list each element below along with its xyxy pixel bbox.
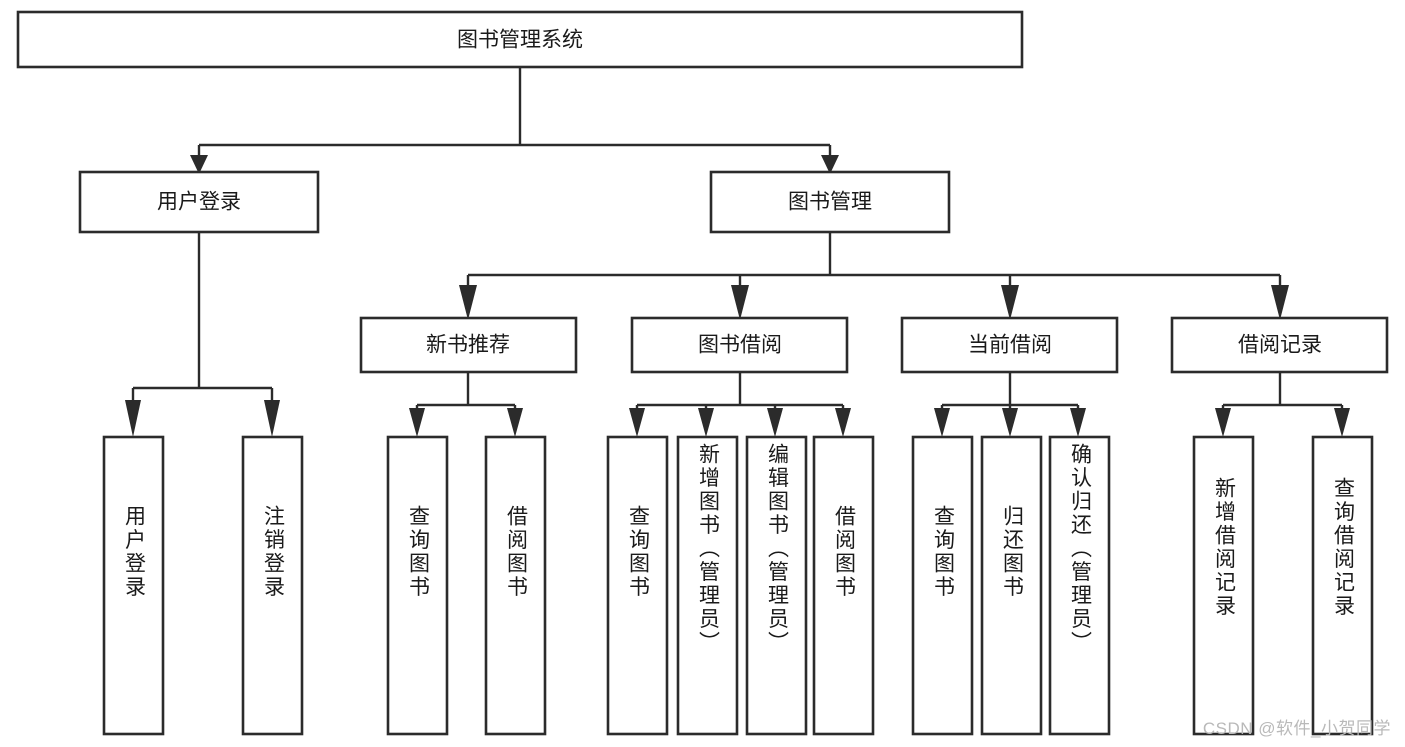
node-root-book-management-system[interactable]	[16, 10, 1024, 69]
node-book-borrow-label: 图书借阅	[698, 334, 782, 357]
node-leaf-logout[interactable]	[241, 435, 304, 736]
arrowhead-leaf-currentborrow-2	[1002, 408, 1018, 437]
node-leaf-user-login[interactable]	[102, 435, 165, 736]
node-leaf-add-borrow-record[interactable]	[1192, 435, 1255, 736]
arrowhead-borrow-record	[1271, 285, 1289, 320]
node-layer: 图书管理系统 用户登录 图书管理 新书推荐 图书借阅 当前借阅 借阅记录	[16, 10, 1389, 736]
node-new-book-recommend-label: 新书推荐	[426, 334, 510, 357]
arrowhead-new-book	[459, 285, 477, 320]
node-user-login-label: 用户登录	[157, 191, 241, 214]
arrowhead-leaf-currentborrow-3	[1070, 408, 1086, 437]
node-current-borrow[interactable]	[900, 316, 1119, 374]
node-user-login[interactable]	[78, 170, 320, 234]
arrowhead-leaf-user-login-1	[125, 400, 141, 437]
arrowhead-user-login	[190, 155, 208, 174]
node-leaf-add-book-admin[interactable]	[676, 435, 739, 736]
node-book-borrow[interactable]	[630, 316, 849, 374]
node-borrow-record-label: 借阅记录	[1238, 334, 1322, 357]
connector-layer	[125, 67, 1350, 437]
arrowhead-leaf-borrowrecord-2	[1334, 408, 1350, 437]
node-book-management[interactable]	[709, 170, 951, 234]
node-leaf-borrow-book-bookborrow[interactable]	[812, 435, 875, 736]
arrowhead-leaf-bookborrow-3	[767, 408, 783, 437]
arrowhead-current-borrow	[1001, 285, 1019, 320]
node-leaf-query-book-currentborrow[interactable]	[911, 435, 974, 736]
arrowhead-leaf-newbook-1	[409, 408, 425, 437]
node-book-management-label: 图书管理	[788, 191, 872, 214]
node-leaf-edit-book-admin[interactable]	[745, 435, 808, 736]
node-leaf-return-book[interactable]	[980, 435, 1043, 736]
node-new-book-recommend[interactable]	[359, 316, 578, 374]
node-root-label: 图书管理系统	[457, 29, 583, 52]
arrowhead-book-borrow	[731, 285, 749, 320]
arrowhead-leaf-newbook-2	[507, 408, 523, 437]
arrowhead-leaf-bookborrow-1	[629, 408, 645, 437]
arrowhead-book-mgmt	[821, 155, 839, 174]
node-leaf-query-book-bookborrow[interactable]	[606, 435, 669, 736]
arrowhead-leaf-borrowrecord-1	[1215, 408, 1231, 437]
node-current-borrow-label: 当前借阅	[968, 334, 1052, 357]
arrowhead-leaf-bookborrow-4	[835, 408, 851, 437]
arrowhead-leaf-bookborrow-2	[698, 408, 714, 437]
arrowhead-leaf-user-login-2	[264, 400, 280, 437]
node-leaf-query-book-newbook[interactable]	[386, 435, 449, 736]
node-borrow-record[interactable]	[1170, 316, 1389, 374]
node-leaf-confirm-return-admin[interactable]	[1048, 435, 1111, 736]
arrowhead-leaf-currentborrow-1	[934, 408, 950, 437]
node-leaf-query-borrow-record[interactable]	[1311, 435, 1374, 736]
node-leaf-borrow-book-newbook[interactable]	[484, 435, 547, 736]
